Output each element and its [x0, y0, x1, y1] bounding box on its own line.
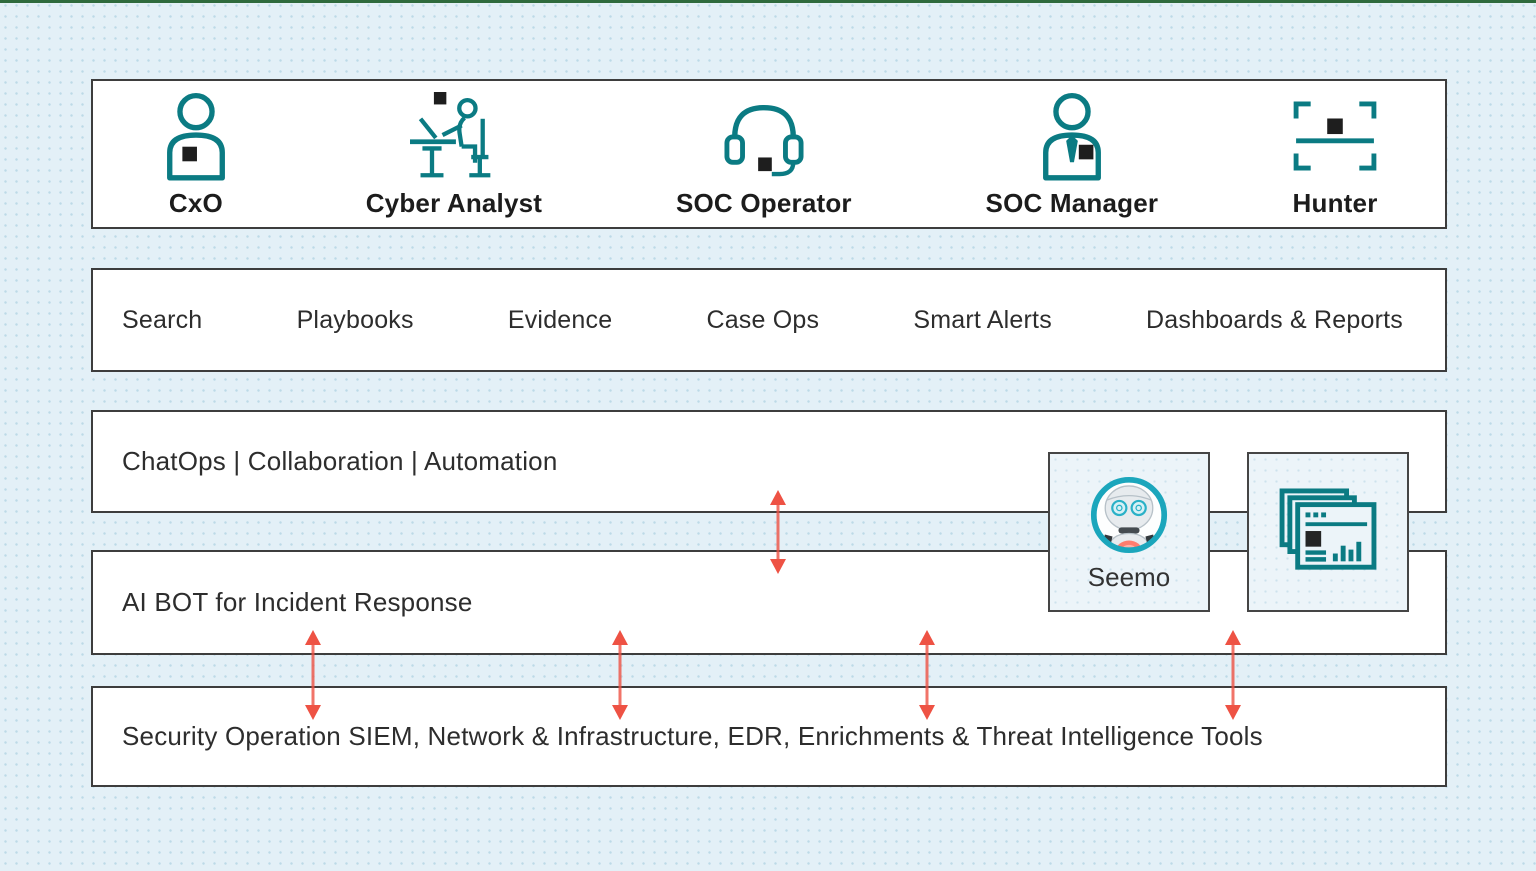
persona-hunter: Hunter [1292, 89, 1378, 219]
persona-soc-operator: SOC Operator [676, 89, 852, 219]
headset-icon [724, 105, 804, 177]
tools-label: Security Operation SIEM, Network & Infra… [122, 721, 1263, 751]
hunter-icon-holder [1292, 89, 1378, 183]
persona-label: Cyber Analyst [365, 188, 543, 218]
dashboard-windows-icon [1279, 488, 1377, 570]
persona-label: SOC Manager [985, 188, 1159, 218]
seemo-box: Seemo [1048, 452, 1210, 612]
manager-icon-holder [1036, 89, 1108, 183]
bidirectional-arrow-3 [915, 630, 939, 725]
seemo-robot-icon [1090, 476, 1168, 554]
operator-icon-holder [724, 89, 804, 183]
analyst-icon-holder [408, 89, 500, 183]
feature-case-ops: Case Ops [706, 305, 820, 334]
feature-playbooks: Playbooks [296, 305, 414, 334]
bidirectional-arrow-1 [301, 630, 325, 725]
persona-soc-manager: SOC Manager [986, 89, 1159, 219]
chatops-layer: ChatOps | Collaboration | Automation [91, 410, 1447, 513]
feature-evidence: Evidence [507, 305, 613, 334]
features-row: Search Playbooks Evidence Case Ops Smart… [91, 268, 1447, 372]
cxo-icon-holder [160, 89, 232, 183]
top-green-rule [0, 0, 1536, 3]
dashboard-box [1247, 452, 1409, 612]
feature-smart-alerts: Smart Alerts [913, 305, 1052, 334]
analyst-at-desk-icon [409, 92, 491, 178]
scan-target-icon [1293, 101, 1377, 171]
personas-row: CxO Cyber Analyst [91, 79, 1447, 229]
bidirectional-arrow-4 [1221, 630, 1245, 725]
seemo-label: Seemo [1087, 562, 1171, 592]
persona-cxo: CxO [160, 89, 232, 219]
feature-dashboards-reports: Dashboards & Reports [1146, 305, 1403, 334]
cxo-person-icon [166, 92, 225, 181]
bidirectional-arrow-chatops-aibot [766, 490, 790, 579]
aibot-layer: AI BOT for Incident Response [91, 550, 1447, 655]
persona-label: Hunter [1292, 188, 1378, 218]
bidirectional-arrow-2 [608, 630, 632, 725]
manager-person-icon [1042, 92, 1101, 181]
tools-layer: Security Operation SIEM, Network & Infra… [91, 686, 1447, 787]
persona-label: CxO [168, 188, 223, 218]
persona-cyber-analyst: Cyber Analyst [366, 89, 542, 219]
chatops-label: ChatOps | Collaboration | Automation [122, 446, 558, 476]
aibot-label: AI BOT for Incident Response [122, 587, 473, 617]
persona-label: SOC Operator [675, 188, 852, 218]
feature-search: Search [122, 305, 203, 334]
